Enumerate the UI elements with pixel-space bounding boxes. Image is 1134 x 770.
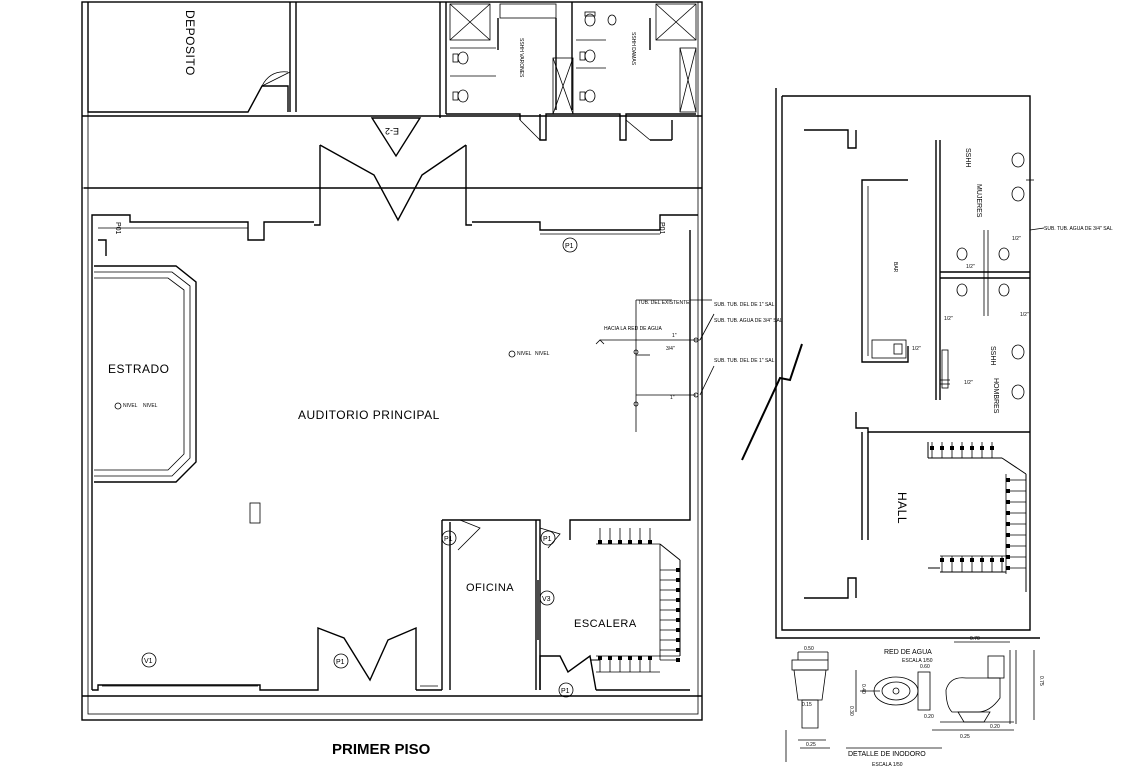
tag-p1-top: P1 <box>562 237 578 253</box>
detail-title: DETALLE DE INODORO <box>848 751 926 758</box>
pipe-label-hacia-red: HACIA LA RED DE AGUA <box>604 326 662 332</box>
room-label-hall: HALL <box>895 492 909 524</box>
tag-p1-oficina: P1 <box>441 530 457 546</box>
room-label-auditorio: AUDITORIO PRINCIPAL <box>298 408 440 422</box>
dim-050: 0.50 <box>804 646 814 652</box>
dim-060: 0.60 <box>920 664 930 670</box>
tag-p1-escalera: P1 <box>540 530 556 546</box>
svg-text:V1: V1 <box>144 658 153 665</box>
tag-v3: V3 <box>539 590 555 606</box>
pipe-dia-r4: 1/2" <box>912 346 921 352</box>
tag-p01-right: P01 <box>658 222 665 235</box>
dim-020b: 0.20 <box>990 724 1000 730</box>
svg-text:NIVEL: NIVEL <box>123 403 138 409</box>
escalera-stairs <box>590 528 681 673</box>
room-label-sshh-damas: SSHH DAMAS <box>630 32 636 66</box>
pipe-label-sub-1: SUB. TUB. DEL DE 1" SAL <box>714 302 775 308</box>
tag-v1: V1 <box>141 652 157 668</box>
outer-boundary <box>81 1 703 721</box>
svg-text:P1: P1 <box>336 659 345 666</box>
dim-020a: 0.20 <box>924 714 934 720</box>
pipe-dia-r2: 1/2" <box>1012 236 1021 242</box>
pipe-dia-1: 1" <box>672 333 677 339</box>
svg-text:P1: P1 <box>565 243 574 250</box>
tag-p01-left: P01 <box>114 222 121 235</box>
pipe-dia-r3: 1/2" <box>944 316 953 322</box>
room-label-sshh-mujeres-1: SSHH <box>964 148 971 167</box>
toilet-detail <box>785 641 1035 762</box>
room-label-deposito: DEPOSITO <box>183 10 197 76</box>
dim-030: 0.30 <box>848 706 854 716</box>
pipe-dia-1b: 1" <box>670 395 675 401</box>
tag-p1-bottom-mid: P1 <box>333 653 349 669</box>
sshh-block <box>446 2 697 141</box>
pipe-dia-r6: 1/2" <box>1020 312 1029 318</box>
pipe-label-right: SUB. TUB. AGUA DE 3/4" SAL <box>1044 226 1113 232</box>
dim-070: 0.70 <box>970 636 980 642</box>
secondary-plan <box>741 88 1045 639</box>
room-label-sshh-mujeres-2: MUJERES <box>975 184 982 218</box>
deposito-room <box>87 2 447 118</box>
pipe-label-existente: TUB. DEL EXISTENTE <box>638 300 690 306</box>
pipe-label-sub-3: SUB. TUB. DEL DE 1" SAL <box>714 358 775 364</box>
room-label-estrado: ESTRADO <box>108 362 170 376</box>
detail-red-label: RED DE AGUA <box>884 649 932 656</box>
pipe-dia-r1: 1/2" <box>966 264 975 270</box>
estrado-stage <box>94 265 197 483</box>
svg-text:V3: V3 <box>542 596 551 603</box>
dim-075: 0.75 <box>1038 676 1044 686</box>
elevation-mark: E-2 <box>370 117 422 158</box>
level-marker-2: NIVEL NIVEL <box>114 402 158 410</box>
level-marker-1: NIVEL NIVEL <box>508 350 550 358</box>
detail-scale: ESCALA 1/50 <box>872 762 903 768</box>
room-label-bar: BAR <box>892 262 898 273</box>
dim-025b: 0.25 <box>960 734 970 740</box>
main-plan: E-2 <box>81 1 715 721</box>
pipe-label-sub-2: SUB. TUB. AGUA DE 3/4" SAL <box>714 318 783 324</box>
room-label-sshh-varones: SSHH VARONES <box>518 38 524 78</box>
dim-025a: 0.25 <box>806 742 816 748</box>
pipe-dia-r5: 1/2" <box>964 380 973 386</box>
room-label-sshh-hombres-2: HOMBRES <box>992 378 999 414</box>
room-label-sshh-hombres-1: SSHH <box>989 346 996 365</box>
elevation-label: E-2 <box>385 126 399 136</box>
pipe-dia-34: 3/4" <box>666 346 675 352</box>
detail-red-scale: ESCALA 1/50 <box>902 658 933 664</box>
sheet-title: PRIMER PISO <box>332 741 431 758</box>
svg-text:NIVEL: NIVEL <box>517 351 532 357</box>
tag-p1-bottom-right: P1 <box>558 682 574 698</box>
dim-015: 0.15 <box>802 702 812 708</box>
dim-040: 0.40 <box>860 684 866 694</box>
inner-boundary <box>87 1 699 715</box>
pipe-runs <box>595 299 715 432</box>
svg-text:P1: P1 <box>444 536 453 543</box>
svg-text:P1: P1 <box>561 688 570 695</box>
oficina-room <box>441 519 561 690</box>
room-label-escalera: ESCALERA <box>574 618 637 630</box>
svg-text:NIVEL: NIVEL <box>143 403 158 409</box>
svg-text:P1: P1 <box>543 536 552 543</box>
hall-stairs <box>927 442 1027 592</box>
room-label-oficina: OFICINA <box>466 582 514 594</box>
svg-text:NIVEL: NIVEL <box>535 351 550 357</box>
